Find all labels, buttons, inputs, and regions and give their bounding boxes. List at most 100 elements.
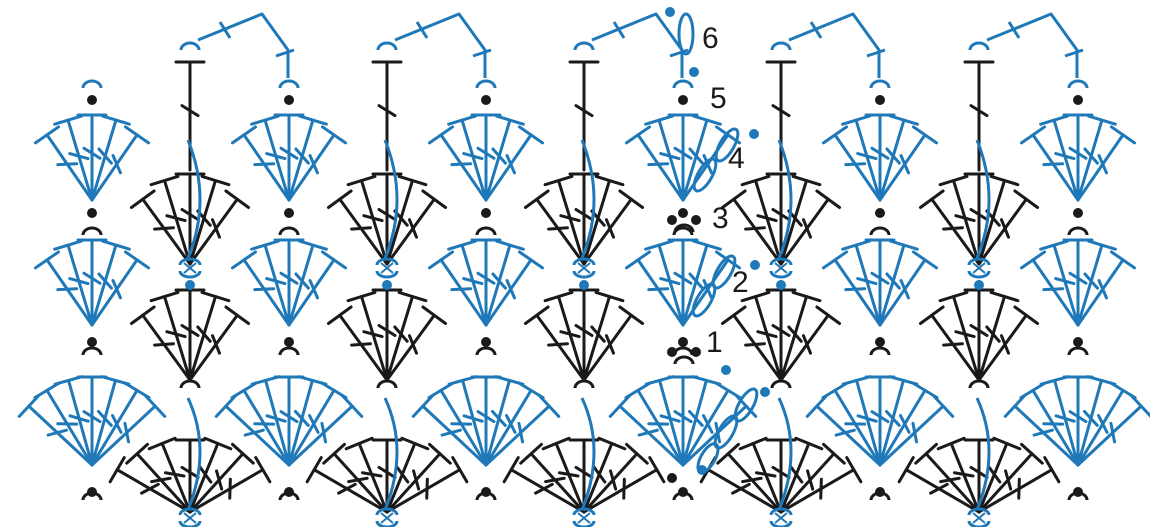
dc-stitch: [841, 114, 882, 202]
dc-stitch: [53, 239, 94, 327]
dc-stitch: [740, 174, 783, 266]
dc-stitch: [108, 456, 192, 514]
slip-stitch-dot: [284, 337, 294, 347]
front-loop-arc: [81, 226, 103, 236]
dc-stitch: [936, 436, 981, 514]
dc-stitch: [681, 381, 742, 467]
front-loop-arc: [869, 226, 891, 236]
turning-chain-loop: [967, 257, 991, 279]
turn-black-dot: [667, 215, 677, 225]
row-number-4: 4: [728, 142, 745, 175]
side-curve: [383, 139, 399, 259]
edge-tick: [669, 48, 689, 58]
slip-stitch-dot: [875, 208, 885, 218]
dc-stitch: [188, 436, 233, 514]
dc-stitch: [326, 305, 389, 382]
chain-oval: [677, 12, 695, 56]
zigzag-edge: [394, 12, 487, 78]
slip-stitch-dot: [875, 95, 885, 105]
turn-dot: [697, 465, 707, 475]
dc-stitch: [667, 375, 699, 467]
dc-stitch: [1076, 381, 1137, 467]
dc-stitch: [1019, 250, 1080, 327]
front-loop-arc: [81, 346, 103, 356]
dc-stitch: [582, 305, 645, 382]
dc-stitch: [779, 189, 842, 266]
dc-stitch: [523, 189, 586, 266]
dc-stitch: [519, 442, 586, 514]
dc-stitch: [644, 239, 685, 327]
side-curve: [975, 397, 991, 511]
dc-stitch: [667, 238, 699, 327]
dc-stitch: [977, 189, 1040, 266]
front-loop-arc: [1067, 346, 1089, 356]
side-curve: [186, 139, 202, 259]
front-loop-arc: [278, 79, 300, 89]
dc-stitch: [147, 436, 192, 514]
dc-stitch: [1039, 375, 1080, 467]
dc-stitch: [230, 250, 291, 327]
dc-stitch: [322, 442, 389, 514]
dc-stitch: [287, 239, 328, 327]
dc-stitch: [1003, 394, 1080, 467]
turning-chain-loop: [375, 257, 399, 279]
front-loop-arc: [968, 379, 990, 389]
front-loop-arc: [1067, 491, 1089, 501]
turning-chain-loop: [178, 257, 202, 279]
dc-stitch: [681, 239, 722, 327]
dc-stitch: [1076, 125, 1137, 202]
slip-stitch-dot: [481, 337, 491, 347]
dc-stitch: [918, 189, 981, 266]
top-edge: [174, 12, 1084, 172]
dc-stitch: [502, 456, 586, 514]
dc-stitch: [681, 114, 722, 202]
dc-stitch: [53, 375, 94, 467]
front-loop-arc: [475, 346, 497, 356]
dc-stitch: [1062, 238, 1094, 327]
side-curve: [777, 139, 793, 259]
front-loop-arc: [673, 223, 695, 233]
dc-stitch: [582, 442, 649, 514]
dc-stitch: [1076, 239, 1117, 327]
zigzag-edge: [197, 12, 290, 78]
dc-stitch: [1019, 125, 1080, 202]
dc-stitch: [1039, 114, 1080, 202]
row-number-5: 5: [710, 82, 727, 115]
edge-tick: [1007, 21, 1021, 39]
front-loop-arc: [475, 226, 497, 236]
dc-stitch: [1039, 239, 1080, 327]
dc-stitch: [779, 436, 824, 514]
dc-stitch: [90, 125, 151, 202]
dc-stitch: [385, 305, 448, 382]
dc-stitch: [644, 375, 685, 467]
front-loop-arc: [672, 226, 694, 236]
slip-stitch-dot: [678, 95, 688, 105]
side-curve: [186, 397, 202, 511]
dc-stitch: [17, 394, 94, 467]
slip-stitch-dot: [87, 337, 97, 347]
turn-black-dot: [667, 473, 677, 483]
zigzag-edge: [986, 12, 1079, 78]
dc-stitch: [188, 305, 251, 382]
front-loop-arc: [672, 79, 694, 89]
slip-stitch-dot: [382, 280, 392, 290]
turning-chain-loop: [769, 257, 793, 279]
dc-stitch: [977, 442, 1044, 514]
front-loop-arc: [81, 491, 103, 501]
front-loop-arc: [869, 79, 891, 89]
dc-stitch: [582, 456, 666, 514]
front-loop-arc: [1067, 79, 1089, 89]
dc-stitch: [33, 250, 94, 327]
dc-stitch: [385, 290, 428, 382]
dc-stitch: [344, 436, 389, 514]
edge-tick: [1064, 48, 1084, 58]
slip-stitch-dot: [678, 337, 688, 347]
dc-stitch: [427, 125, 488, 202]
dc-stitch: [864, 375, 896, 467]
slip-stitch-dot: [1073, 208, 1083, 218]
dc-stitch: [53, 114, 94, 202]
edge-tick: [866, 48, 886, 58]
dc-stitch: [470, 375, 502, 467]
dc-stitch: [250, 114, 291, 202]
